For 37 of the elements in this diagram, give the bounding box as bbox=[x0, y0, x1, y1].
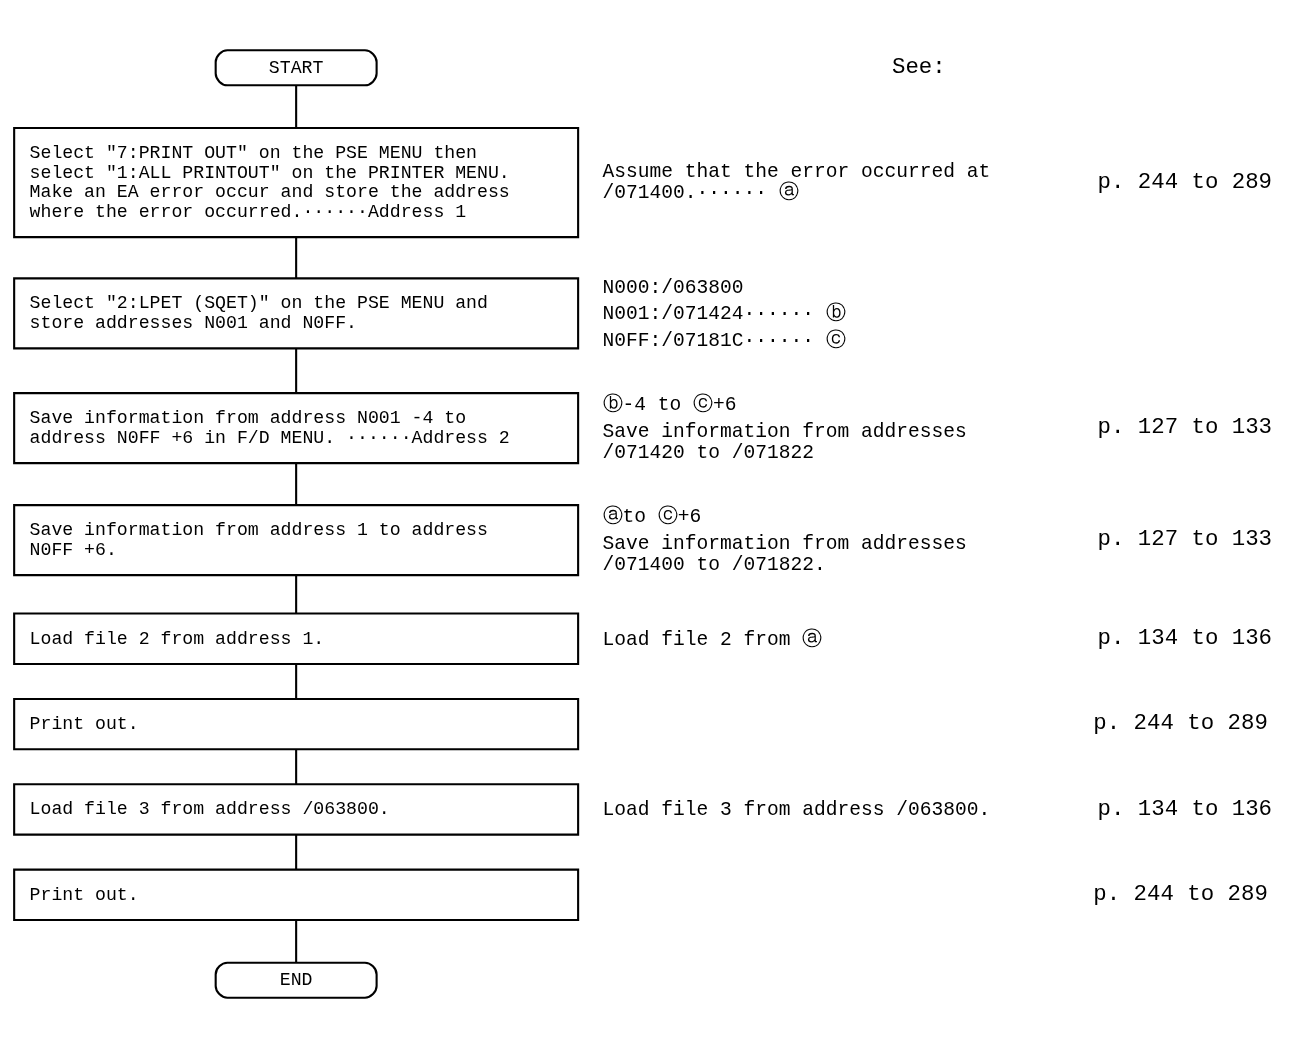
node-label: Load file 2 from ⓐ bbox=[602, 628, 823, 651]
node-label: ⓑ-4 to ⓒ+6 bbox=[602, 393, 737, 416]
label: p. 134 to 136 bbox=[1097, 624, 1273, 651]
node-box: END bbox=[214, 961, 378, 999]
node-label: N001:/071424······ ⓑ bbox=[602, 302, 846, 325]
label: p. 244 to 289 bbox=[1097, 168, 1273, 195]
node-box: START bbox=[214, 48, 378, 86]
label: p. 244 to 289 bbox=[1093, 709, 1268, 736]
node-box: Print out. bbox=[13, 868, 580, 921]
connector bbox=[295, 236, 298, 278]
node-box: Load file 2 from address 1. bbox=[13, 612, 580, 665]
node-box: Select "2:LPET (SQET)" on the PSE MENU and store addresses N001 and N0FF. bbox=[13, 276, 580, 349]
node-label: ⓐto ⓒ+6 bbox=[602, 505, 702, 528]
label: p. 127 to 133 bbox=[1097, 525, 1273, 552]
connector bbox=[295, 919, 298, 962]
node-box: Save information from address N001 -4 to address N0FF +6 in F/D MENU. ······Address 2 bbox=[13, 391, 580, 464]
node-label: N000:/063800 bbox=[602, 276, 744, 299]
node-label: Save information from addresses /071400 to /071822. bbox=[602, 532, 967, 576]
node-label: Load file 3 from address /063800. bbox=[602, 798, 991, 821]
node-box: Select "7:PRINT OUT" on the PSE MENU then select "1:ALL PRINTOUT" on the PRINTER MENU. Make an EA error occur and store the address where the error occurred.······Address 1 bbox=[13, 126, 580, 238]
label: See: bbox=[892, 53, 946, 80]
connector bbox=[295, 575, 298, 613]
connector bbox=[295, 347, 298, 393]
label: p. 127 to 133 bbox=[1097, 413, 1273, 440]
label: p. 134 to 136 bbox=[1097, 795, 1273, 822]
connector bbox=[295, 462, 298, 505]
node-label: Assume that the error occurred at /071400.······ ⓐ bbox=[602, 160, 991, 204]
node-box: Load file 3 from address /063800. bbox=[13, 782, 580, 836]
node-box: Print out. bbox=[13, 697, 580, 750]
connector bbox=[295, 834, 298, 869]
connector bbox=[295, 663, 298, 699]
connector bbox=[295, 748, 298, 784]
connector bbox=[295, 85, 298, 128]
node-label: Save information from addresses /071420 to /071822 bbox=[602, 420, 967, 464]
node-box: Save information from address 1 to address N0FF +6. bbox=[13, 503, 580, 576]
label: p. 244 to 289 bbox=[1093, 880, 1268, 907]
node-label: N0FF:/07181C······ ⓒ bbox=[602, 329, 846, 352]
